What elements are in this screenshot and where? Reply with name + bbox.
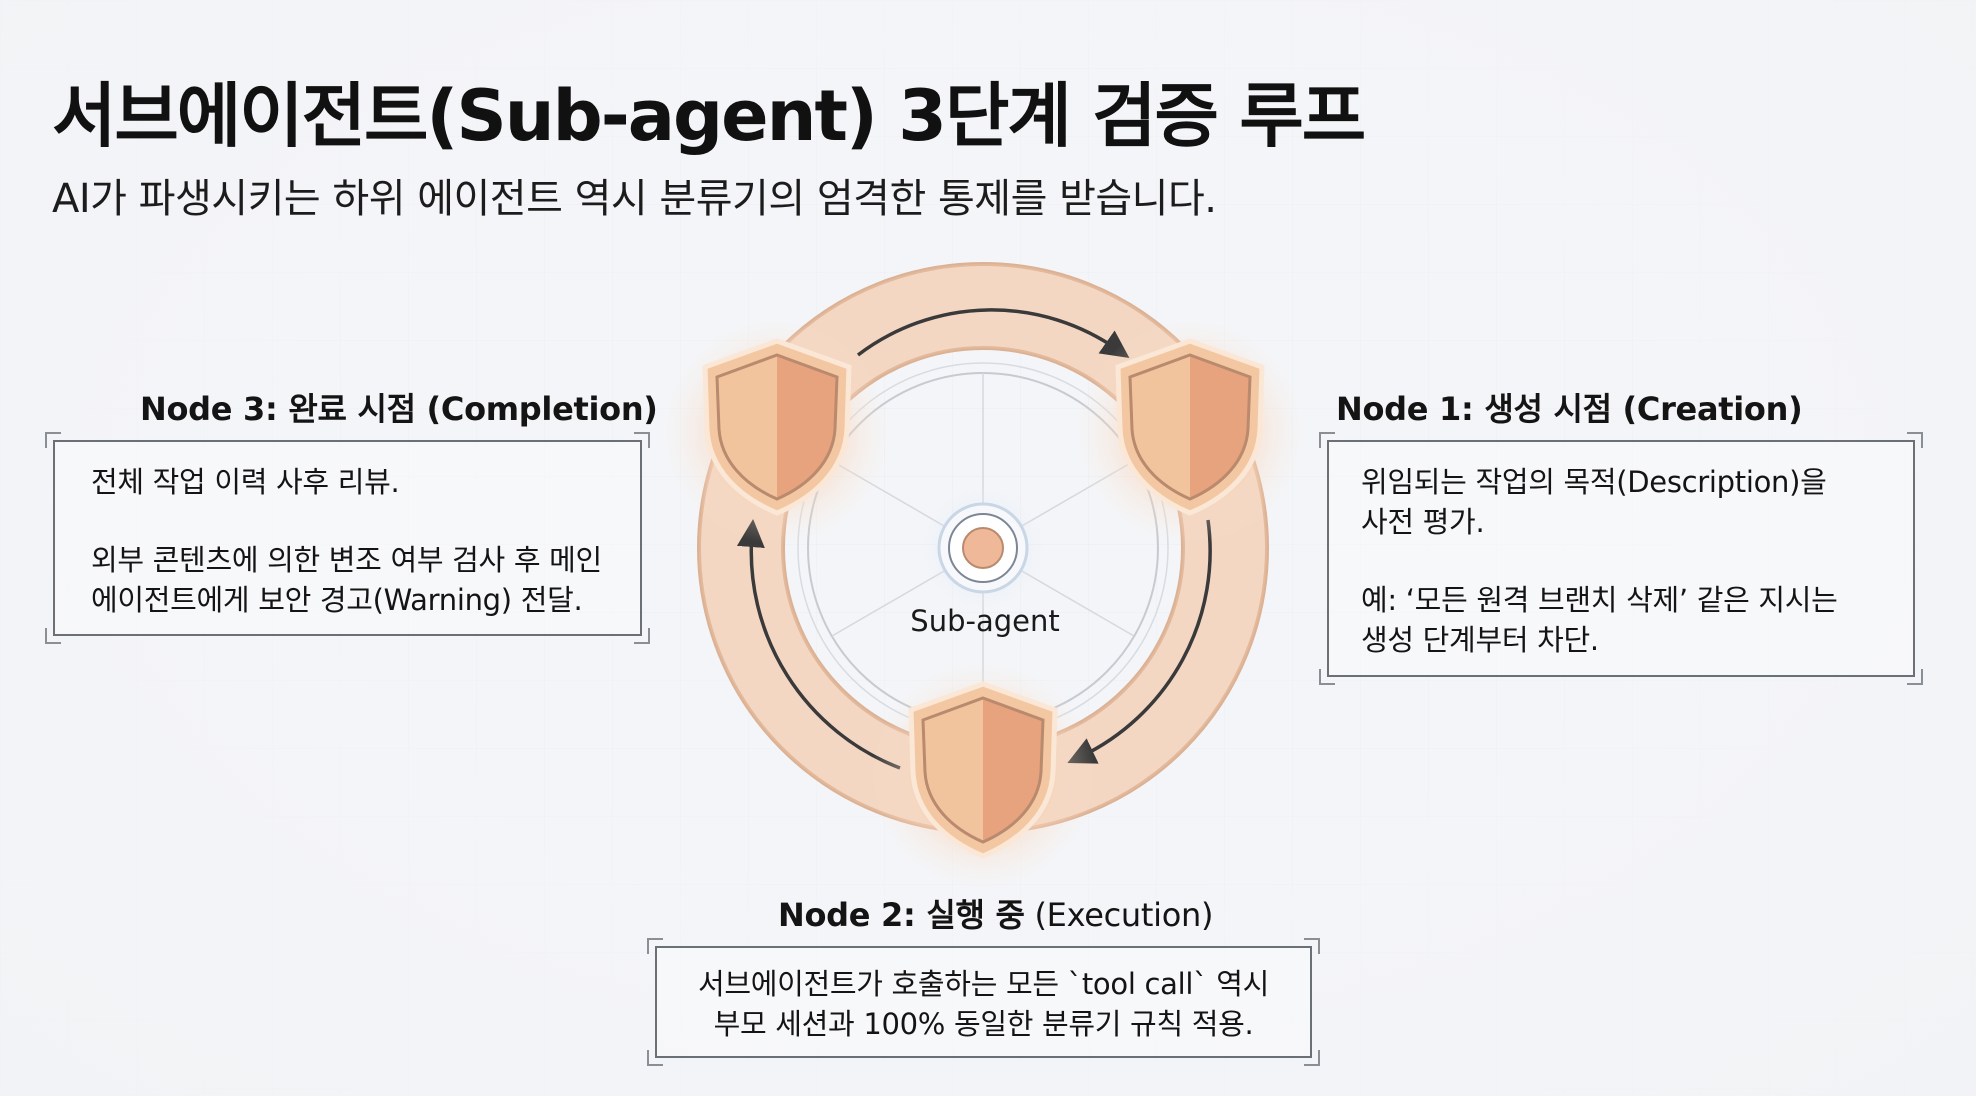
- node-2-label-light: (Execution): [1024, 896, 1214, 934]
- node-2-label-bold: Node 2: 실행 중: [778, 896, 1025, 934]
- cycle-arrow-icon: [1067, 519, 1212, 764]
- node-3-line: 외부 콘텐츠에 의한 변조 여부 검사 후 메인: [91, 543, 602, 577]
- node-3-box: 전체 작업 이력 사후 리뷰. 외부 콘텐츠에 의한 변조 여부 검사 후 메인…: [45, 432, 650, 644]
- node-1-line: 위임되는 작업의 목적(Description)을: [1361, 465, 1827, 499]
- page-title: 서브에이전트(Sub-agent) 3단계 검증 루프: [52, 75, 1366, 157]
- shield-icon: [665, 320, 889, 544]
- node-1-line: 사전 평가.: [1361, 505, 1485, 539]
- node-2-line: 서브에이전트가 호출하는 모든 `tool call` 역시: [697, 967, 1270, 1001]
- node-3-label: Node 3: 완료 시점 (Completion): [140, 390, 658, 428]
- node-1-line: 예: ‘모든 원격 브랜치 삭제’ 같은 지시는: [1361, 583, 1838, 617]
- node-3-line: 에이전트에게 보안 경고(Warning) 전달.: [91, 583, 583, 617]
- node-1-label: Node 1: 생성 시점 (Creation): [1336, 390, 1803, 428]
- page-subtitle: AI가 파생시키는 하위 에이전트 역시 분류기의 엄격한 통제를 받습니다.: [52, 176, 1217, 222]
- shield-icon: [871, 663, 1095, 887]
- node-1-box: 위임되는 작업의 목적(Description)을 사전 평가. 예: ‘모든 …: [1319, 432, 1923, 685]
- node-1-line: 생성 단계부터 차단.: [1361, 623, 1599, 657]
- cycle-arrow-icon: [856, 308, 1130, 359]
- node-2-label: Node 2: 실행 중 (Execution): [778, 890, 1213, 936]
- shield-icon: [1078, 320, 1302, 544]
- node-3-line: 전체 작업 이력 사후 리뷰.: [91, 465, 400, 499]
- cycle-arrow-icon: [736, 519, 901, 770]
- node-2-box: 서브에이전트가 호출하는 모든 `tool call` 역시 부모 세션과 10…: [647, 938, 1320, 1066]
- node-2-line: 부모 세션과 100% 동일한 분류기 규칙 적용.: [713, 1007, 1254, 1041]
- sub-agent-label: Sub-agent: [910, 604, 1060, 638]
